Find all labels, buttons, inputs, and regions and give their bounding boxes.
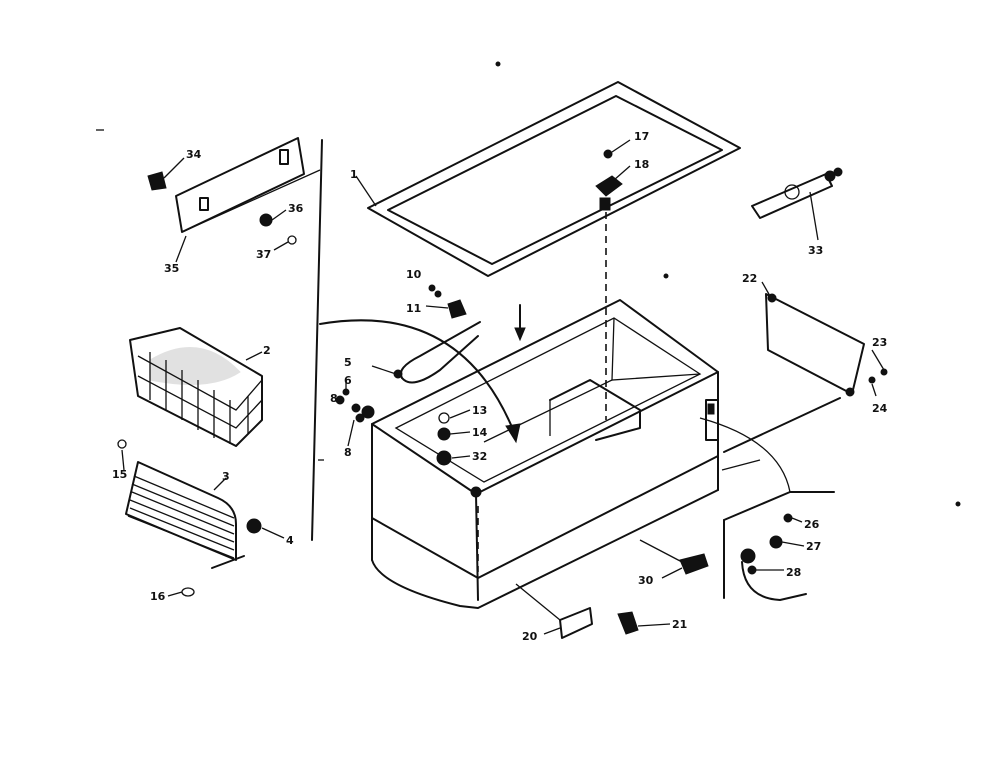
label-8b: 8 bbox=[344, 446, 352, 459]
screw-16-part bbox=[181, 587, 195, 597]
leader-panel bbox=[723, 397, 841, 453]
leader-lines bbox=[121, 139, 885, 635]
cabinet-back-curve bbox=[699, 417, 791, 493]
hinge-bracket-part bbox=[595, 149, 623, 211]
label-20: 20 bbox=[522, 630, 538, 643]
latch-bracket-part bbox=[751, 167, 843, 219]
label-35: 35 bbox=[164, 262, 179, 275]
curved-arrow bbox=[319, 319, 521, 444]
label-37: 37 bbox=[256, 248, 271, 261]
label-13: 13 bbox=[472, 404, 487, 417]
drain-inset-part bbox=[723, 491, 835, 601]
label-14: 14 bbox=[472, 426, 488, 439]
dot bbox=[495, 61, 501, 67]
label-10: 10 bbox=[406, 268, 422, 281]
knob-part bbox=[428, 284, 467, 319]
label-5: 5 bbox=[344, 356, 352, 369]
dot bbox=[955, 501, 961, 507]
label-17: 17 bbox=[634, 130, 649, 143]
label-22: 22 bbox=[742, 272, 757, 285]
label-27: 27 bbox=[806, 540, 821, 553]
divider-line bbox=[311, 139, 323, 541]
handle-bar-part bbox=[147, 137, 321, 245]
label-11: 11 bbox=[406, 302, 421, 315]
label-15: 15 bbox=[112, 468, 127, 481]
grille-panel-part bbox=[125, 461, 245, 569]
lid-gasket-part bbox=[367, 81, 741, 277]
screw-15-part bbox=[117, 439, 127, 449]
label-8a: 8 bbox=[330, 392, 338, 405]
leveler-foot-20-part bbox=[515, 583, 593, 639]
label-4: 4 bbox=[286, 534, 294, 547]
label-28: 28 bbox=[786, 566, 801, 579]
freezer-cabinet bbox=[371, 299, 719, 609]
wire-basket-part bbox=[129, 327, 263, 447]
label-3: 3 bbox=[222, 470, 230, 483]
label-36: 36 bbox=[288, 202, 304, 215]
dot bbox=[663, 273, 669, 279]
label-34: 34 bbox=[186, 148, 202, 161]
screw-hardware-part bbox=[335, 388, 375, 423]
down-arrow bbox=[514, 304, 526, 342]
leveler-foot-30-part bbox=[639, 539, 709, 575]
label-21: 21 bbox=[672, 618, 687, 631]
light-assembly-part bbox=[436, 412, 452, 466]
label-30: 30 bbox=[638, 574, 654, 587]
wire-harness-part bbox=[393, 321, 481, 384]
label-1: 1 bbox=[350, 168, 358, 181]
cabinet-back-edge bbox=[721, 459, 761, 471]
label-18: 18 bbox=[634, 158, 649, 171]
label-26: 26 bbox=[804, 518, 820, 531]
label-32: 32 bbox=[472, 450, 487, 463]
grille-clip-part bbox=[246, 518, 262, 534]
label-33: 33 bbox=[808, 244, 823, 257]
label-24: 24 bbox=[872, 402, 888, 415]
spring-21-part bbox=[617, 611, 639, 635]
label-23: 23 bbox=[872, 336, 887, 349]
back-panel-part bbox=[765, 293, 888, 397]
label-2: 2 bbox=[263, 344, 271, 357]
label-16: 16 bbox=[150, 590, 166, 603]
label-6: 6 bbox=[344, 374, 352, 387]
